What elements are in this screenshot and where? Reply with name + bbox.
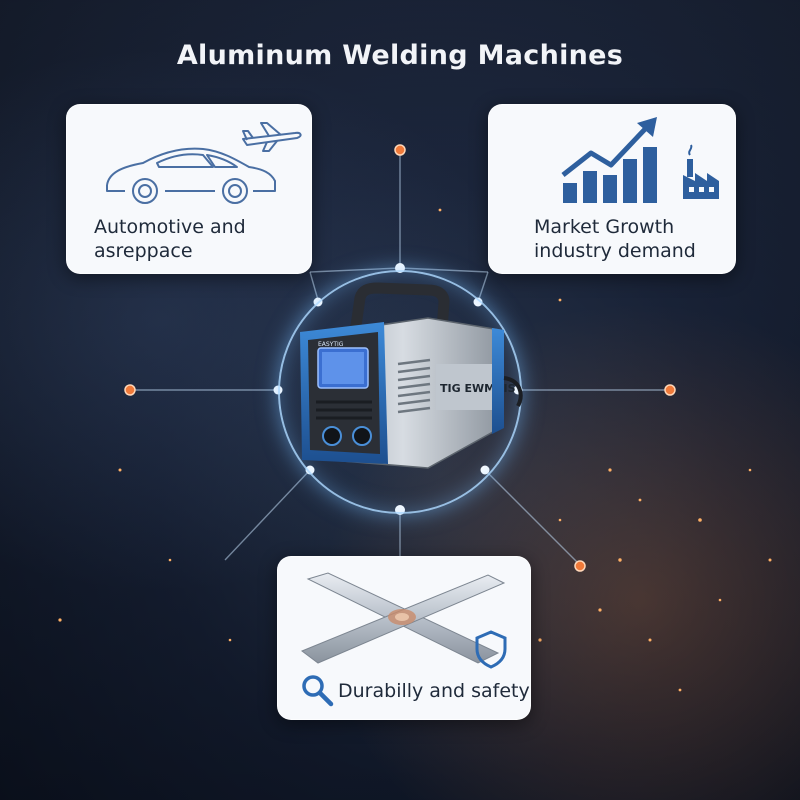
machine-brand: EASYTIG <box>318 341 344 348</box>
durability-label: Durabilly and safety <box>338 680 530 702</box>
airplane-icon <box>242 122 302 152</box>
welding-machine-image: EASYTIG TIG EWMAIS <box>300 282 523 469</box>
automotive-card: Automotive and asreppace <box>66 104 312 274</box>
automotive-line-2: asreppace <box>94 240 193 262</box>
shield-icon <box>475 630 507 669</box>
durability-card: Durabilly and safety <box>277 556 531 720</box>
magnifier-icon <box>302 675 334 707</box>
machine-label: TIG EWMAIS <box>440 382 516 395</box>
node-orange-right <box>664 384 676 396</box>
node-orange-top <box>394 144 406 156</box>
market-growth-card: Market Growth industry demand <box>488 104 736 274</box>
automotive-line-1: Automotive and <box>94 216 246 238</box>
crossed-beams-weld-icon <box>300 572 506 664</box>
node-orange-lower-right <box>574 560 586 572</box>
node-orange-left <box>124 384 136 396</box>
market-line-1: Market Growth <box>534 216 675 238</box>
growth-chart-icon <box>561 117 657 203</box>
page-title: Aluminum Welding Machines <box>176 40 624 71</box>
factory-icon <box>683 144 719 199</box>
car-icon <box>106 147 276 204</box>
market-line-2: industry demand <box>534 240 696 262</box>
